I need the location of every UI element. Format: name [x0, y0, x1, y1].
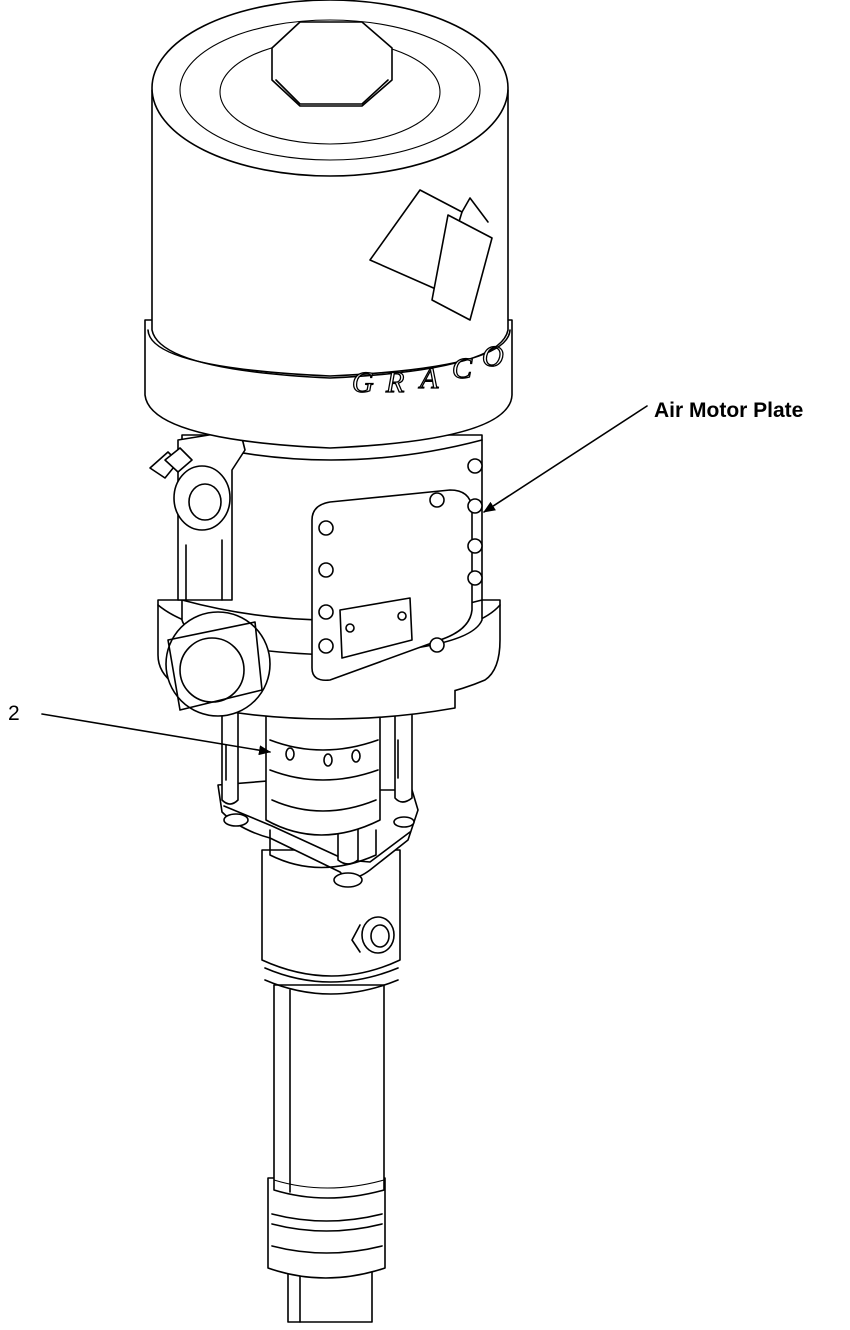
part-2-label: 2 [8, 702, 20, 725]
logo-letter-o: O [482, 340, 504, 373]
graco-logo: G R A C O [351, 189, 504, 400]
logo-letter-r: R [385, 366, 404, 399]
callout-air-motor-plate: Air Motor Plate [483, 399, 803, 513]
callout-part-2: 2 [8, 702, 271, 756]
fluid-pump-lower [267, 984, 386, 1323]
logo-letter-g: G [352, 366, 374, 399]
coupling-nut [265, 699, 381, 869]
part-2-leader [41, 713, 271, 756]
air-motor-plate [311, 458, 483, 682]
air-motor-plate-label: Air Motor Plate [654, 399, 803, 422]
air-motor-plate-leader [483, 405, 648, 513]
motor-cover [144, 0, 513, 449]
logo-letter-a: A [418, 362, 439, 395]
exhaust-fitting [149, 429, 271, 717]
logo-letter-c: C [452, 352, 473, 385]
outlet-housing [261, 849, 401, 995]
